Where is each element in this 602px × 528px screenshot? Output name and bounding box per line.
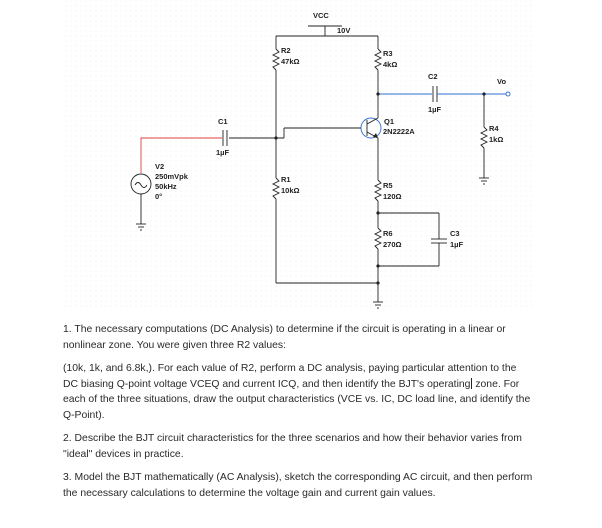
v2-amplitude: 250mVpk bbox=[155, 172, 189, 181]
vcc-value: 10V bbox=[337, 26, 350, 35]
v2-phase: 0° bbox=[155, 192, 162, 201]
r6-value: 270Ω bbox=[383, 240, 402, 249]
ground-main bbox=[373, 301, 383, 309]
question-1-intro: 1. The necessary computations (DC Analys… bbox=[63, 324, 506, 351]
q1-value: 2N2222A bbox=[383, 127, 415, 136]
c1-label: C1 bbox=[218, 117, 228, 126]
r6-label: R6 bbox=[383, 229, 393, 238]
r4-label: R4 bbox=[489, 124, 499, 133]
r5-value: 120Ω bbox=[383, 192, 402, 201]
source-v2: V2 250mVpk 50kHz 0° bbox=[130, 162, 189, 224]
question-1-detail: (10k, 1k, and 6.8k,). For each value of … bbox=[63, 361, 533, 423]
vcc-label: VCC bbox=[313, 11, 329, 20]
r3-value: 4kΩ bbox=[383, 60, 397, 69]
ground-r4 bbox=[479, 177, 489, 185]
circuit-schematic: VCC 10V R2 47kΩ R3 4kΩ C2 1µF Vo R4 1 bbox=[62, 0, 532, 310]
r2-value: 47kΩ bbox=[281, 57, 300, 66]
r1-value: 10kΩ bbox=[281, 186, 300, 195]
question-1-detail-end: zone. For each of the three situations, … bbox=[63, 378, 531, 421]
input-wire bbox=[140, 137, 222, 173]
q1-label: Q1 bbox=[384, 117, 394, 126]
vcc-supply: VCC 10V bbox=[308, 11, 350, 36]
vo-terminal bbox=[505, 91, 511, 97]
capacitor-c1: C1 1µF bbox=[216, 117, 229, 157]
c3-label: C3 bbox=[450, 229, 460, 238]
r1-label: R1 bbox=[281, 175, 291, 184]
c2-value: 1µF bbox=[428, 105, 441, 114]
v2-label: V2 bbox=[155, 162, 164, 171]
question-2: 2. Describe the BJT circuit characterist… bbox=[63, 433, 522, 460]
r5-label: R5 bbox=[383, 181, 393, 190]
r4-value: 1kΩ bbox=[489, 135, 503, 144]
r3-label: R3 bbox=[383, 49, 393, 58]
schematic-grid bbox=[62, 0, 532, 310]
r2-label: R2 bbox=[281, 46, 291, 55]
capacitor-c3: C3 1µF bbox=[431, 229, 463, 266]
question-text: 1. The necessary computations (DC Analys… bbox=[63, 322, 533, 509]
resistor-r2: R2 47kΩ bbox=[271, 36, 300, 133]
resistor-r6: R6 270Ω bbox=[373, 227, 402, 302]
resistor-r4: R4 1kΩ bbox=[479, 94, 503, 178]
v2-frequency: 50kHz bbox=[155, 182, 177, 191]
text-cursor bbox=[471, 377, 473, 389]
c3-value: 1µF bbox=[450, 240, 463, 249]
c1-value: 1µF bbox=[216, 148, 229, 157]
question-3: 3. Model the BJT mathematically (AC Anal… bbox=[63, 472, 533, 499]
vo-label: Vo bbox=[497, 77, 506, 86]
question-1-detail-text: (10k, 1k, and 6.8k,). For each value of … bbox=[63, 363, 517, 390]
c2-label: C2 bbox=[428, 72, 438, 81]
resistor-r1: R1 10kΩ bbox=[271, 133, 300, 283]
ground-v2 bbox=[136, 223, 146, 231]
